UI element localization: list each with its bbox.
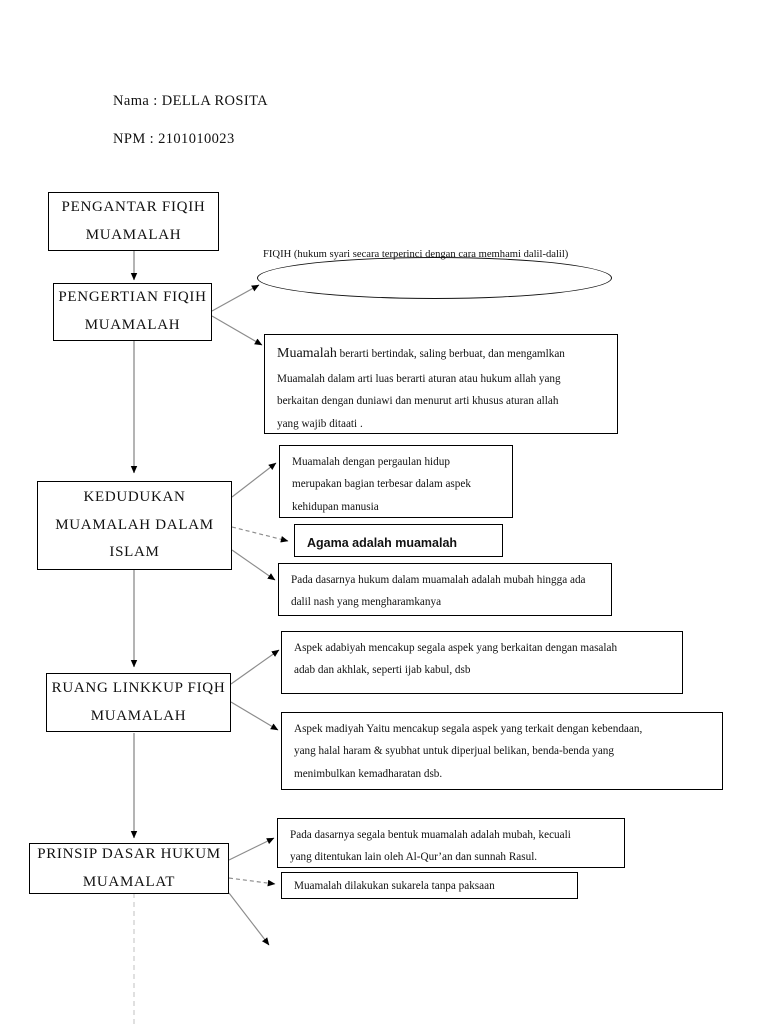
callout-ruang-lingkup-1[interactable]: Aspek adabiyah mencakup segala aspek yan…	[281, 631, 683, 694]
callout-rest: dalam arti luas berarti aturan atau huku…	[324, 373, 561, 385]
node-line: ISLAM	[109, 544, 160, 561]
callout-line: berkaitan dengan duniawi dan menurut art…	[277, 395, 559, 408]
callout-line: Muamalah berarti bertindak, saling berbu…	[277, 340, 607, 368]
callout-line: Aspek adabiyah mencakup segala aspek yan…	[294, 642, 618, 654]
node-prinsip-dasar-hukum-muamalat[interactable]: PRINSIP DASAR HUKUM MUAMALAT	[29, 843, 229, 894]
callout-prinsip-2[interactable]: Muamalah dilakukan sukarela tanpa paksaa…	[281, 872, 578, 899]
callout-line: Muamalah dengan pergaulan hidup	[292, 456, 450, 468]
callout-line: Aspek madiyah Yaitu mencakup segala aspe…	[294, 723, 643, 735]
node-line: PRINSIP DASAR HUKUM	[37, 845, 221, 862]
node-line: MUAMALAH DALAM	[55, 516, 214, 533]
callout-ruang-lingkup-2[interactable]: Aspek madiyah Yaitu mencakup segala aspe…	[281, 712, 723, 790]
node-line: MUAMALAH	[85, 226, 182, 243]
node-line: MUAMALAH	[90, 707, 187, 724]
callout-line: Pada dasarnya segala bentuk muamalah ada…	[290, 829, 571, 841]
node-line: MUAMALAH	[84, 317, 181, 333]
node-line: RUANG LINKKUP FIQH	[51, 679, 226, 696]
student-name-value: DELLA ROSITA	[161, 93, 269, 109]
node-line: KEDUDUKAN	[83, 488, 186, 505]
callout-line: yang wajib ditaati .	[277, 417, 363, 430]
node-line: PENGANTAR FIQIH	[61, 198, 206, 215]
node-kedudukan-muamalah-dalam-islam[interactable]: KEDUDUKAN MUAMALAH DALAM ISLAM	[37, 481, 232, 570]
callout-line: Muamalah dilakukan sukarela tanpa paksaa…	[294, 880, 495, 892]
ellipse-text: FIQIH (hukum syari secara terperinci den…	[263, 249, 569, 260]
callout-lead-word: Muamalah	[277, 373, 325, 385]
callout-line: Pada dasarnya hukum dalam muamalah adala…	[291, 574, 586, 586]
student-npm-line: NPM : 2101010023	[113, 131, 235, 148]
student-npm-label: NPM :	[113, 131, 159, 147]
callout-line: merupakan bagian terbesar dalam aspek	[292, 478, 471, 491]
node-pengantar-fiqih-muamalah[interactable]: PENGANTAR FIQIH MUAMALAH	[48, 192, 219, 251]
callout-line: adab dan akhlak, seperti ijab kabul, dsb	[294, 664, 471, 677]
node-line: MUAMALAT	[82, 873, 176, 890]
callout-line: yang ditentukan lain oleh Al-Qur’an dan …	[290, 851, 538, 864]
node-pengertian-fiqih-muamalah[interactable]: PENGERTIAN FIQIH MUAMALAH	[53, 283, 212, 341]
student-npm-value: 2101010023	[158, 131, 235, 147]
node-ruang-lingkup-fiqh-muamalah[interactable]: RUANG LINKKUP FIQH MUAMALAH	[46, 673, 231, 732]
callout-line: menimbulkan kemadharatan dsb.	[294, 767, 443, 780]
ellipse-outline	[257, 257, 612, 299]
callout-fiqih-ellipse[interactable]: FIQIH (hukum syari secara terperinci den…	[257, 249, 612, 299]
callout-prinsip-1[interactable]: Pada dasarnya segala bentuk muamalah ada…	[277, 818, 625, 868]
callout-kedudukan-1[interactable]: Muamalah dengan pergaulan hidup merupaka…	[279, 445, 513, 518]
callout-line: Muamalah dalam arti luas berarti aturan …	[277, 368, 607, 390]
callout-muamalah-definition[interactable]: Muamalah berarti bertindak, saling berbu…	[264, 334, 618, 434]
callout-line: Agama adalah muamalah	[307, 536, 458, 550]
student-name-label: Nama :	[113, 93, 162, 109]
node-line: PENGERTIAN FIQIH	[58, 289, 207, 306]
callout-line: dalil nash yang mengharamkanya	[291, 596, 442, 609]
callout-kedudukan-2[interactable]: Agama adalah muamalah	[294, 524, 503, 557]
callout-lead-word: Muamalah	[277, 346, 337, 361]
callout-line: yang halal haram & syubhat untuk diperju…	[294, 745, 614, 758]
callout-rest: berarti bertindak, saling berbuat, dan m…	[336, 348, 565, 360]
callout-line: kehidupan manusia	[292, 500, 379, 513]
callout-kedudukan-3[interactable]: Pada dasarnya hukum dalam muamalah adala…	[278, 563, 612, 616]
student-name-line: Nama : DELLA ROSITA	[113, 93, 268, 110]
